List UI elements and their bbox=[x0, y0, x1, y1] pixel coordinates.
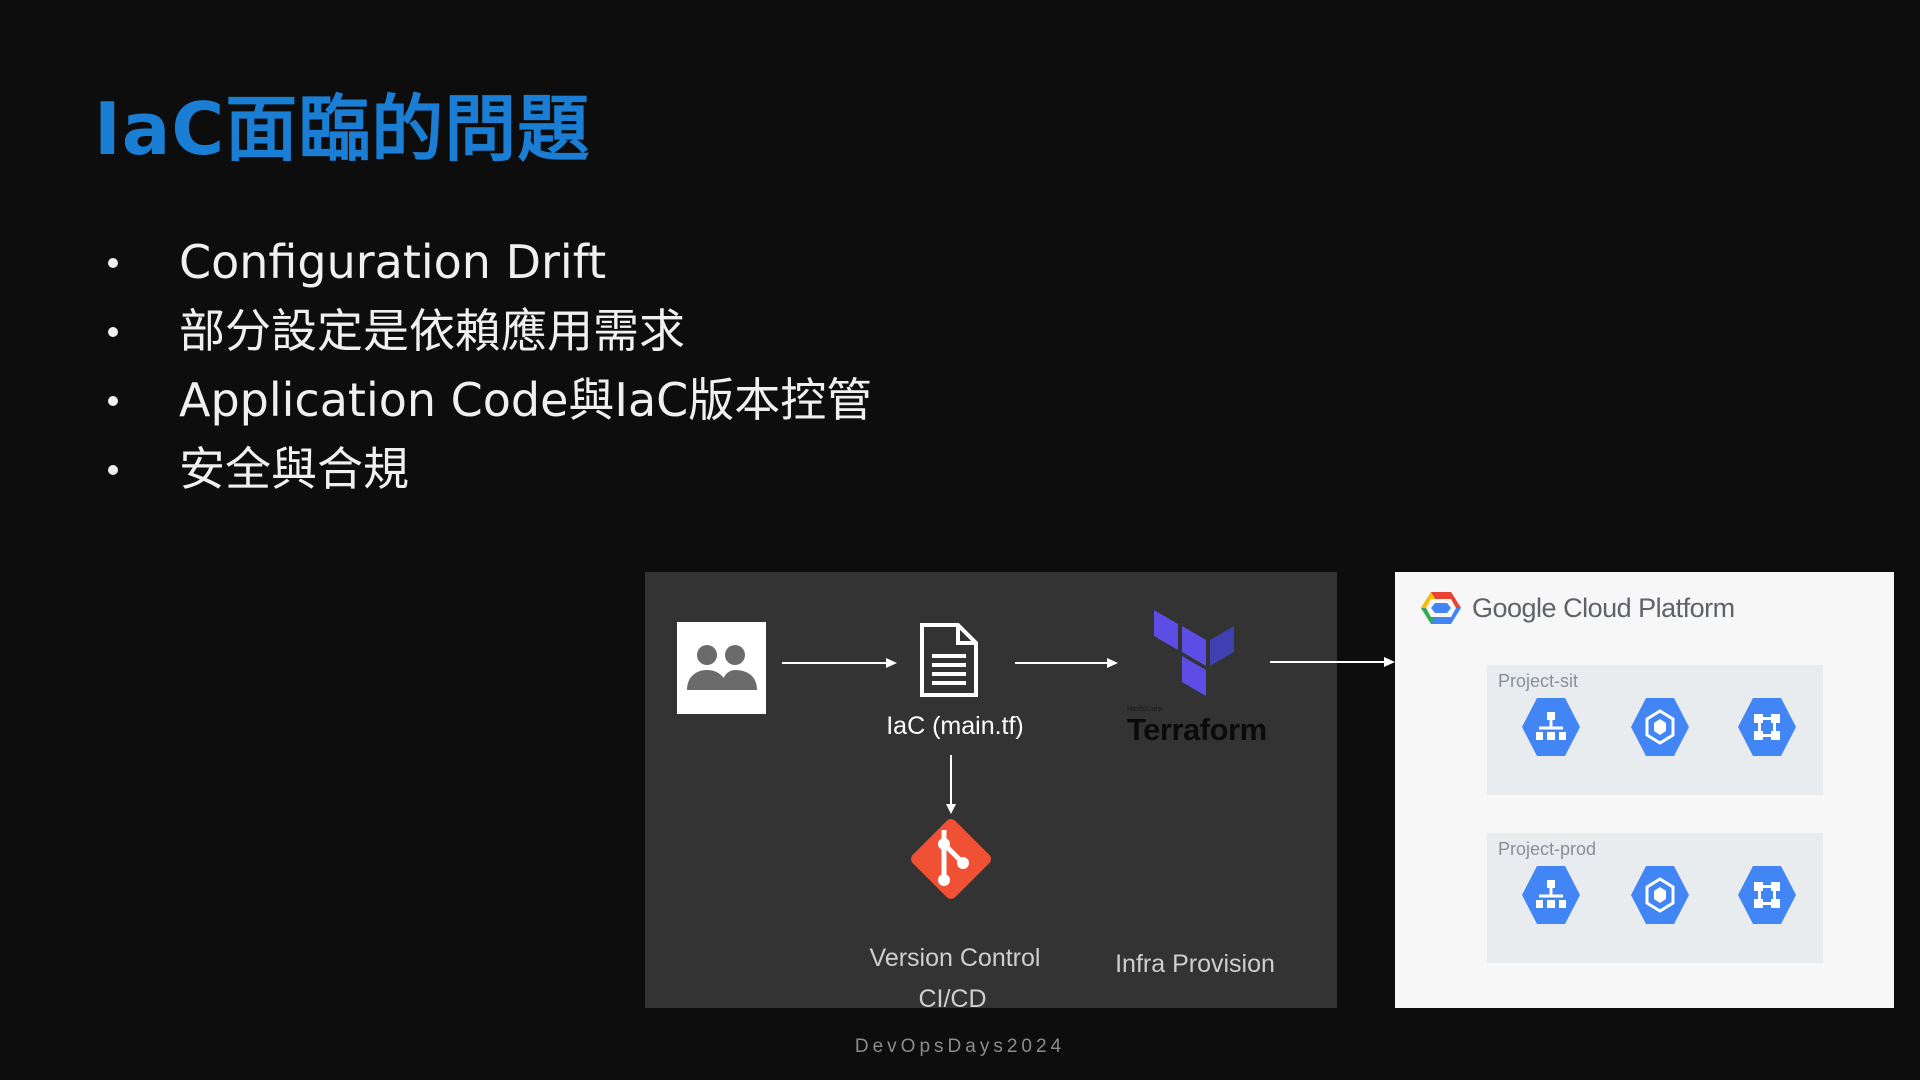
bullet-text: Application Code與IaC版本控管 bbox=[179, 373, 873, 427]
project-label: Project-sit bbox=[1498, 671, 1579, 691]
terraform-wordmark: Terraform bbox=[1127, 712, 1267, 747]
arrow-iac-to-git bbox=[946, 755, 956, 814]
load-balancer-icon bbox=[1522, 698, 1580, 756]
bullet-dot bbox=[108, 396, 118, 406]
bullet-text: Configuration Drift bbox=[179, 235, 607, 289]
kubernetes-icon bbox=[1631, 698, 1689, 756]
infra-provision-label: Infra Provision bbox=[1115, 950, 1275, 978]
bullet-text: 安全與合規 bbox=[179, 442, 409, 496]
slide-footer: DevOpsDays2024 bbox=[854, 1036, 1066, 1057]
terraform-vendor-text: HashiCorp bbox=[1127, 706, 1163, 713]
gcp-title: Google Cloud Platform bbox=[1472, 592, 1735, 623]
arrow-terraform-to-gcp bbox=[1270, 657, 1395, 667]
gcp-header: Google Cloud Platform bbox=[1420, 590, 1735, 626]
document-icon bbox=[920, 623, 978, 697]
version-control-label: Version Control bbox=[869, 944, 1041, 972]
users-box bbox=[677, 622, 766, 714]
gcp-logo bbox=[1421, 592, 1461, 624]
bullet-list: Configuration Drift 部分設定是依賴應用需求 Applicat… bbox=[106, 228, 872, 504]
kubernetes-icon bbox=[1631, 866, 1689, 924]
bullet-dot bbox=[108, 465, 118, 475]
network-icon bbox=[1738, 698, 1796, 756]
bullet-text: 部分設定是依賴應用需求 bbox=[179, 304, 685, 358]
users-icon bbox=[686, 645, 757, 690]
iac-label: IaC (main.tf) bbox=[886, 712, 1024, 740]
git-icon bbox=[911, 819, 991, 899]
slide-title: IaC面臨的問題 bbox=[94, 87, 591, 171]
load-balancer-icon bbox=[1522, 866, 1580, 924]
project-prod: Project-prod bbox=[1487, 833, 1823, 963]
bullet-item: Configuration Drift bbox=[106, 228, 872, 297]
arrow-iac-to-terraform bbox=[1015, 658, 1118, 668]
terraform-logo bbox=[1154, 610, 1234, 696]
bullet-item: 部分設定是依賴應用需求 bbox=[106, 297, 872, 366]
network-icon bbox=[1738, 866, 1796, 924]
bullet-dot bbox=[108, 327, 118, 337]
bullet-dot bbox=[108, 258, 118, 268]
project-label: Project-prod bbox=[1498, 839, 1597, 859]
arrow-users-to-iac bbox=[782, 658, 897, 668]
project-sit: Project-sit bbox=[1487, 665, 1823, 795]
bullet-item: 安全與合規 bbox=[106, 435, 872, 504]
bullet-item: Application Code與IaC版本控管 bbox=[106, 366, 872, 435]
cicd-label: CI/CD bbox=[918, 985, 987, 1013]
